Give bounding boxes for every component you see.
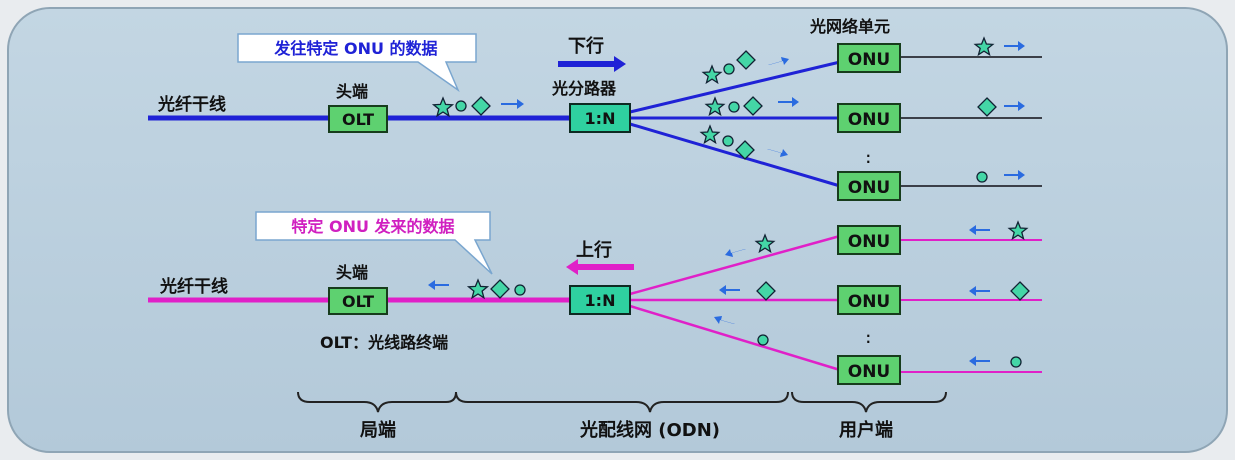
upstream-callout-bubble (255, 211, 493, 275)
upstream-onu-box-1 (837, 225, 901, 255)
upstream-splitter-box (569, 285, 631, 315)
upstream-branch-3 (629, 304, 841, 372)
downstream-trunk-label: 光纤干线 (157, 94, 226, 115)
arrow-left-icon (719, 285, 740, 295)
downstream-onu-label-3: ONU (848, 178, 890, 198)
upstream-direction-label: 上行 (576, 239, 612, 261)
upstream-head-label: 头端 (336, 263, 368, 282)
arrow-left-icon (969, 286, 990, 296)
downstream-onu-box-1 (837, 43, 901, 73)
upstream-onu-box-2 (837, 285, 901, 315)
downstream-onu-label-1: ONU (848, 50, 890, 70)
diamond-icon (735, 140, 755, 160)
downstream-onu-box-3 (837, 171, 901, 201)
downstream-olt-label: OLT (342, 110, 374, 129)
upstream-section: 光纤干线 头端 OLT OLT：光线路终端 特定 ONU 发来的数据 上行 1:… (148, 211, 1042, 385)
arrow-right-icon (767, 149, 788, 157)
circle-icon (728, 101, 740, 113)
downstream-onu-ellipsis: · (866, 149, 871, 163)
star-icon (699, 124, 721, 145)
star-icon (973, 36, 995, 57)
circle-icon (455, 100, 467, 112)
arrow-right-icon (501, 99, 524, 109)
circle-icon (757, 334, 769, 346)
downstream-section: 光纤干线 头端 OLT 发往特定 ONU 的数据 下行 光分路器 1:N (148, 17, 1042, 201)
arrow-left-icon (725, 249, 746, 257)
diamond-icon (736, 50, 756, 70)
downstream-callout-bubble (237, 33, 477, 93)
upstream-callout-text: 特定 ONU 发来的数据 (291, 217, 454, 236)
downstream-callout-text: 发往特定 ONU 的数据 (273, 39, 437, 58)
arrow-right-icon (1004, 41, 1025, 51)
upstream-onu-label-1: ONU (848, 232, 890, 252)
upstream-onu-box-3 (837, 355, 901, 385)
upstream-trunk-label: 光纤干线 (159, 276, 228, 297)
arrow-right-icon (1004, 170, 1025, 180)
arrow-left-icon (969, 225, 990, 235)
circle-icon (722, 135, 734, 147)
circle-icon (723, 63, 735, 75)
diamond-icon (1010, 281, 1030, 301)
star-icon (701, 64, 723, 85)
star-icon (466, 278, 490, 300)
diamond-icon (743, 96, 763, 116)
diamond-icon (756, 281, 776, 301)
downstream-head-label: 头端 (336, 82, 368, 101)
upstream-olt-box (328, 287, 388, 315)
downstream-branch-3 (629, 122, 841, 188)
downstream-onu-label-2: ONU (848, 110, 890, 130)
diamond-icon (471, 96, 491, 116)
circle-icon (976, 171, 988, 183)
upstream-splitter-label: 1:N (585, 291, 616, 310)
diamond-icon (490, 279, 510, 299)
star-icon (754, 233, 776, 254)
downstream-onu-unit-label: 光网络单元 (809, 17, 890, 36)
brace-local (297, 391, 457, 413)
downstream-onu-ellipsis: · (866, 155, 871, 169)
upstream-olt-note: OLT：光线路终端 (320, 333, 448, 352)
star-icon (704, 96, 726, 117)
circle-icon (514, 284, 526, 296)
arrow-right-icon (778, 97, 799, 107)
circle-icon (1010, 356, 1022, 368)
section-braces (297, 391, 947, 413)
diagram-panel (7, 7, 1228, 453)
arrow-left-icon (428, 280, 449, 290)
upstream-onu-label-2: ONU (848, 292, 890, 312)
upstream-onu-ellipsis: · (866, 329, 871, 343)
upstream-onu-label-3: ONU (848, 362, 890, 382)
upstream-branch-1 (629, 234, 841, 296)
arrow-right-icon (768, 57, 789, 65)
downstream-direction-label: 下行 (568, 35, 604, 57)
arrow-right-icon (1004, 101, 1025, 111)
downstream-splitter-title: 光分路器 (551, 79, 617, 98)
upstream-direction-arrow (566, 259, 634, 275)
star-icon (431, 96, 455, 118)
section-local-label: 局端 (360, 420, 396, 441)
upstream-onu-ellipsis: · (866, 335, 871, 349)
diamond-icon (977, 97, 997, 117)
downstream-onu-box-2 (837, 103, 901, 133)
downstream-direction-arrow (558, 56, 626, 72)
brace-user (791, 391, 947, 413)
section-odn-label: 光配线网 (ODN) (579, 419, 720, 441)
downstream-splitter-box (569, 103, 631, 133)
section-user-label: 用户端 (839, 419, 893, 441)
upstream-olt-label: OLT (342, 292, 374, 311)
star-icon (1007, 220, 1029, 241)
downstream-olt-box (328, 105, 388, 133)
downstream-branch-1 (629, 60, 841, 114)
arrow-left-icon (969, 356, 990, 366)
brace-odn (455, 391, 789, 413)
arrow-left-icon (714, 316, 735, 324)
downstream-splitter-label: 1:N (585, 109, 616, 128)
